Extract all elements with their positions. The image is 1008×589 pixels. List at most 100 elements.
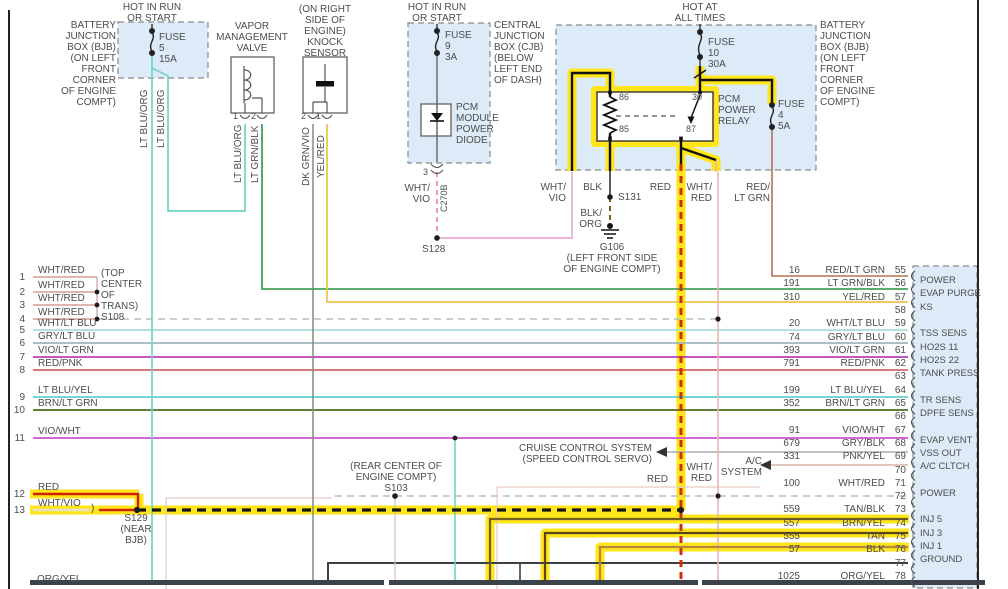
pcm-pin-label: INJ 5 bbox=[920, 514, 943, 526]
left-wire-color: BRN/LT GRN bbox=[38, 398, 98, 409]
left-wire-color: LT BLU/YEL bbox=[38, 385, 93, 396]
pcm-wire-number: 91 bbox=[788, 424, 800, 436]
junction-teal bbox=[452, 435, 458, 441]
relay-terminal-85 bbox=[608, 136, 612, 141]
left-wire-color: WHT/VIO bbox=[38, 498, 81, 509]
fuse5-label: FUSE 5 15A bbox=[159, 32, 186, 65]
fuse5-element bbox=[149, 32, 155, 52]
cjb-note: CENTRAL JUNCTION BOX (CJB) (BELOW LEFT E… bbox=[494, 20, 545, 86]
wire-yel-red bbox=[326, 124, 908, 303]
cruise-arrow bbox=[656, 447, 667, 457]
relay-pin-86: 86 bbox=[619, 92, 630, 102]
pcm-pin-arc bbox=[910, 430, 916, 442]
left-pin-number: 4 bbox=[19, 314, 25, 325]
wire-lt-blu-org-b: LT BLU/ORG bbox=[156, 89, 167, 148]
right-border bbox=[977, 0, 979, 589]
relay-blade-arrow bbox=[687, 116, 695, 124]
pcm-pin-number: 69 bbox=[894, 451, 906, 463]
fuse4-terminal-top bbox=[769, 101, 776, 108]
pcm-pin-arc bbox=[910, 443, 916, 455]
pcm-pin-arc bbox=[910, 363, 916, 375]
pcm-pin-label: INJ 1 bbox=[920, 541, 943, 552]
hot-in-run-1: HOT IN RUN OR START bbox=[122, 2, 182, 24]
pcm-pin-number: 61 bbox=[894, 344, 906, 356]
pcm-pin-number: 58 bbox=[894, 304, 906, 316]
c270b-arc-top bbox=[430, 163, 444, 169]
pcm-pin-arc bbox=[910, 310, 916, 322]
pcm-wire-color: LT BLU/YEL bbox=[830, 384, 885, 396]
red-relay-label: RED bbox=[649, 182, 671, 193]
wht-red-relay-label: WHT/ RED bbox=[686, 182, 712, 204]
pcm-pin-number: 68 bbox=[894, 437, 906, 449]
wire-wht-vio-solid bbox=[437, 172, 573, 239]
core-row12-red bbox=[33, 492, 140, 508]
pcm-wire-color: BLK bbox=[866, 544, 885, 556]
relay-pin-30: 30 bbox=[692, 92, 703, 102]
pcm-wire-number: 20 bbox=[788, 318, 800, 330]
pcm-pin-number: 75 bbox=[894, 531, 906, 542]
pcm-pin-label: TANK PRESS bbox=[920, 368, 980, 380]
pcm-pin-arc bbox=[910, 456, 916, 468]
pcm-pin-number: 67 bbox=[894, 424, 906, 436]
knock-pin2-arc bbox=[307, 114, 319, 120]
pcm-pin-number: 64 bbox=[894, 384, 906, 396]
diode-box bbox=[420, 103, 452, 137]
knock-leads bbox=[312, 64, 328, 113]
left-wire-color: WHT/RED bbox=[38, 307, 85, 318]
knock-pin-2: 2 bbox=[300, 111, 306, 121]
pcm-wire-color: LT GRN/BLK bbox=[827, 278, 885, 290]
vertical-wires bbox=[151, 24, 908, 582]
pcm-pin-number: 66 bbox=[894, 411, 906, 423]
bjb-left-note: BATTERY JUNCTION BOX (BJB) (ON LEFT FRON… bbox=[60, 20, 116, 108]
pcm-pin-label: TSS SENS bbox=[920, 328, 967, 340]
s131-label: S131 bbox=[618, 192, 642, 203]
junction-red-dash bbox=[677, 506, 685, 514]
fuse4-element bbox=[769, 106, 775, 126]
pcm-pin-arc bbox=[910, 350, 916, 362]
pcm-pin-arc bbox=[910, 416, 916, 428]
wht-vio-c270b: WHT/ VIO bbox=[404, 183, 430, 205]
outline-box-a bbox=[165, 497, 332, 589]
pcm-connector-arcs bbox=[910, 270, 916, 588]
left-pin-number: 8 bbox=[19, 365, 25, 376]
pcm-wire-color: VIO/LT GRN bbox=[829, 344, 885, 356]
splice-s131 bbox=[607, 194, 613, 200]
pcm-pin-arc bbox=[910, 297, 916, 309]
pcm-pin-label: DPFE SENS bbox=[920, 408, 974, 419]
junction-wht-red-low bbox=[715, 493, 721, 499]
knock-pin-1: 1 bbox=[315, 111, 321, 121]
relay-terminal-30 bbox=[698, 90, 702, 95]
pcm-pin-arc bbox=[910, 509, 916, 521]
pcm-wire-color: BRN/YEL bbox=[842, 517, 885, 529]
left-pin-number: 3 bbox=[19, 300, 25, 311]
blk-label: BLK bbox=[583, 182, 602, 193]
left-pin-number: 6 bbox=[19, 338, 25, 349]
relay-terminal-86 bbox=[608, 90, 612, 95]
ground-dot bbox=[606, 223, 613, 230]
c270b-pin-3: 3 bbox=[422, 167, 428, 177]
pcm-wire-color: GRY/BLK bbox=[841, 437, 885, 449]
s129-note: S129 (NEAR BJB) bbox=[120, 513, 152, 546]
blk-org-label: BLK/ ORG bbox=[579, 208, 602, 230]
band-s129 bbox=[30, 489, 681, 515]
diode-triangle bbox=[431, 113, 443, 121]
wire-wht-red-vert bbox=[715, 160, 719, 581]
pin-connector-arcs bbox=[239, 114, 444, 175]
fuse9-terminal-bottom bbox=[434, 50, 441, 57]
relay-glow bbox=[591, 86, 719, 147]
left-pin-number: 5 bbox=[19, 325, 25, 336]
wire-lt-grn-blk bbox=[261, 124, 908, 290]
pcm-pin-number: 56 bbox=[894, 278, 906, 290]
left-pin-number: 2 bbox=[19, 287, 25, 298]
knock-title: (ON RIGHT SIDE OF ENGINE) KNOCK SENSOR bbox=[298, 4, 352, 59]
fuse10-terminal-top bbox=[697, 29, 704, 36]
bottom-bar-2 bbox=[389, 580, 698, 585]
diode-symbol bbox=[430, 104, 444, 136]
pcm-pin-arc bbox=[910, 536, 916, 548]
diode-label: PCM MODULE POWER DIODE bbox=[456, 102, 499, 146]
pcm-wire-color: TAN bbox=[865, 531, 885, 542]
c270b-arc-bottom bbox=[430, 169, 444, 175]
hot-at-all-times: HOT AT ALL TIMES bbox=[674, 2, 726, 24]
s103-note: (REAR CENTER OF ENGINE COMPT) S103 bbox=[350, 461, 442, 494]
pcm-wire-color: GRY/LT BLU bbox=[827, 331, 885, 343]
